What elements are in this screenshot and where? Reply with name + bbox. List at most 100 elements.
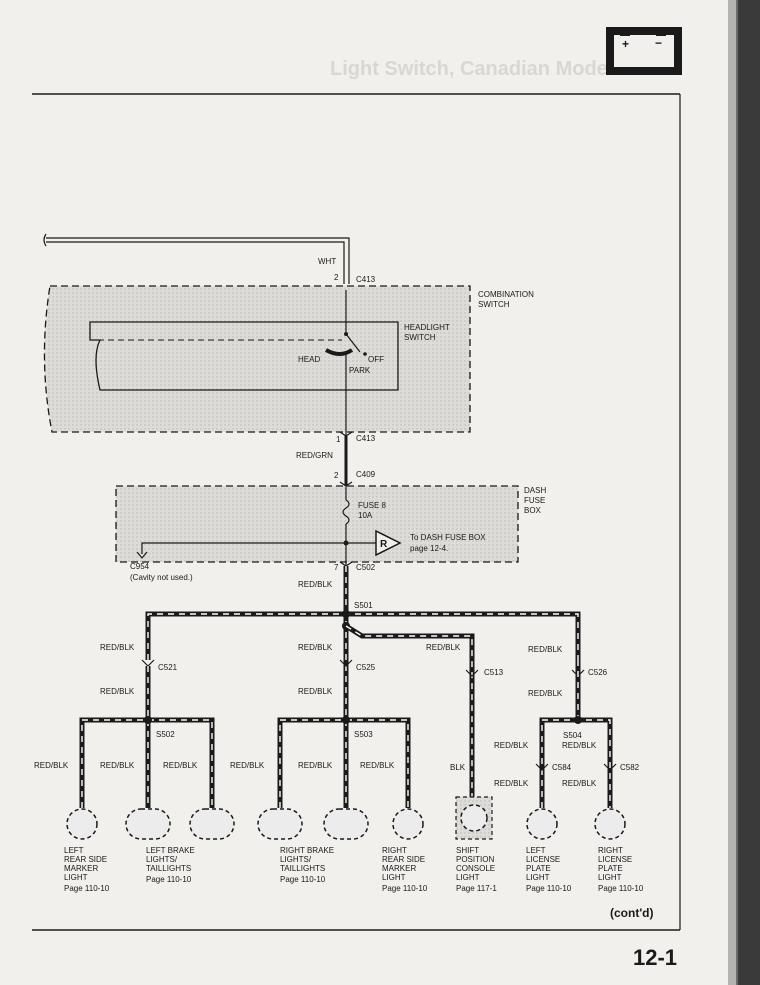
battery-plus-label: +	[622, 37, 629, 51]
splice-label-s503: S503	[354, 730, 373, 739]
switch-park-label: PARK	[349, 366, 371, 375]
connector-label-c584: C584	[552, 763, 572, 772]
dash-fuse-box	[115, 485, 519, 563]
load-0-line-3: LIGHT	[64, 873, 88, 882]
cavity-wire	[141, 542, 346, 554]
splice-s502-dot	[144, 716, 152, 724]
connector-c525-mark	[339, 659, 353, 667]
page-edge-gradient	[728, 0, 738, 985]
continued-label: (cont'd)	[610, 906, 654, 920]
wire-label-red-blk-c525-top: RED/BLK	[298, 643, 333, 652]
load-label-right-license-plate: RIGHT LICENSE PLATE LIGHT Page 110-10	[598, 846, 644, 893]
wire-label-red-blk-lower-2: RED/BLK	[100, 761, 135, 770]
wire-label-red-blk-lower-5: RED/BLK	[298, 761, 333, 770]
connector-c584-mark	[535, 763, 549, 771]
connector-c954-mark	[136, 551, 148, 559]
connector-label-c521: C521	[158, 663, 178, 672]
wire-label-red-blk-c582: RED/BLK	[562, 779, 597, 788]
reference-note-line-1: To DASH FUSE BOX	[410, 533, 486, 542]
pin-label-7: 7	[334, 563, 339, 572]
connector-label-c954: C954	[130, 562, 150, 571]
cavity-note: (Cavity not used.)	[130, 573, 193, 582]
wire-label-blk: BLK	[450, 763, 466, 772]
wire-label-red-blk-c521-bottom: RED/BLK	[100, 687, 135, 696]
wire-label-red-blk-lower-1: RED/BLK	[34, 761, 69, 770]
headlight-switch-box	[89, 321, 399, 391]
pin-label-2a: 2	[334, 273, 339, 282]
wire-label-red-blk-s504-left: RED/BLK	[494, 741, 529, 750]
connector-label-c525: C525	[356, 663, 376, 672]
battery-minus-label: −	[655, 36, 662, 50]
reference-note-line-2: page 12-4.	[410, 544, 448, 553]
load-4-line-4: Page 117-1	[456, 884, 497, 893]
load-5-line-3: LIGHT	[526, 873, 550, 882]
combination-switch-label-1: COMBINATION	[478, 290, 534, 299]
reference-arrow-letter: R	[380, 539, 388, 550]
fuse-label-1: FUSE 8	[358, 501, 387, 510]
left-brake-light-bulb-2	[189, 808, 235, 840]
load-2-line-1: LIGHTS/	[280, 855, 312, 864]
load-4-line-0: SHIFT	[456, 846, 479, 855]
load-5-line-4: Page 110-10	[526, 884, 572, 893]
right-license-plate-light	[594, 808, 626, 840]
wire-label-red-blk-lower-3: RED/BLK	[163, 761, 198, 770]
wire-label-red-blk-c584: RED/BLK	[494, 779, 529, 788]
load-0-line-0: LEFT	[64, 846, 84, 855]
load-5-line-0: LEFT	[526, 846, 546, 855]
load-4-line-3: LIGHT	[456, 873, 480, 882]
load-5-line-1: LICENSE	[526, 855, 560, 864]
headlight-switch-label-1: HEADLIGHT	[404, 323, 450, 332]
switch-off-label: OFF	[368, 355, 384, 364]
switch-head-contact	[325, 348, 354, 356]
load-0-line-2: MARKER	[64, 864, 98, 873]
connector-c582-mark	[603, 763, 617, 771]
splice-s503-dot	[342, 716, 350, 724]
splice-label-s501: S501	[354, 601, 373, 610]
load-0-line-4: Page 110-10	[64, 884, 110, 893]
wire-label-red-blk-c526-bottom: RED/BLK	[528, 689, 563, 698]
page-title-ghost: Light Switch, Canadian Models	[330, 58, 624, 80]
wire-label-red-blk-c513: RED/BLK	[426, 643, 461, 652]
shift-light-branch-wire	[344, 623, 475, 798]
right-brake-light-bulb-2	[323, 808, 369, 840]
upper-bus-wire	[145, 611, 581, 660]
load-6-line-0: RIGHT	[598, 846, 623, 855]
feed-wire-wht	[43, 233, 350, 284]
load-6-line-3: LIGHT	[598, 873, 622, 882]
load-6-line-1: LICENSE	[598, 855, 632, 864]
load-4-line-2: CONSOLE	[456, 864, 495, 873]
wire-label-wht: WHT	[318, 257, 336, 266]
page-binding-shadow	[736, 0, 760, 985]
reference-arrow-symbol	[375, 529, 402, 557]
load-label-right-brake-lights: RIGHT BRAKE LIGHTS/ TAILLIGHTS Page 110-…	[280, 846, 334, 884]
connector-c513-mark	[465, 669, 479, 677]
combination-switch-label-2: SWITCH	[478, 300, 510, 309]
load-6-line-2: PLATE	[598, 864, 623, 873]
load-1-line-2: TAILLIGHTS	[146, 864, 191, 873]
left-rear-side-marker-light	[66, 808, 98, 840]
load-label-shift-position-console: SHIFT POSITION CONSOLE LIGHT Page 117-1	[456, 846, 497, 893]
left-license-plate-light	[526, 808, 558, 840]
dash-fuse-box-label-2: FUSE	[524, 496, 545, 505]
connector-label-c502: C502	[356, 563, 376, 572]
load-3-line-3: LIGHT	[382, 873, 406, 882]
connector-label-c413-top: C413	[356, 275, 376, 284]
connector-label-c409: C409	[356, 470, 376, 479]
switch-off-contact	[363, 352, 367, 356]
load-1-line-0: LEFT BRAKE	[146, 846, 195, 855]
load-label-left-license-plate: LEFT LICENSE PLATE LIGHT Page 110-10	[526, 846, 572, 893]
wire-label-red-blk-c526-top: RED/BLK	[528, 645, 563, 654]
fuse-8-symbol	[342, 499, 350, 525]
connector-label-c513: C513	[484, 668, 504, 677]
splice-s504-dot	[574, 716, 582, 724]
wire-label-red-grn: RED/GRN	[296, 451, 333, 460]
connector-label-c526: C526	[588, 668, 608, 677]
wire-label-red-blk-lower-6: RED/BLK	[360, 761, 395, 770]
load-1-line-1: LIGHTS/	[146, 855, 178, 864]
connector-c521-mark	[141, 659, 155, 667]
shift-position-console-light	[460, 804, 488, 832]
load-3-line-0: RIGHT	[382, 846, 407, 855]
battery-icon: + −	[606, 27, 682, 75]
